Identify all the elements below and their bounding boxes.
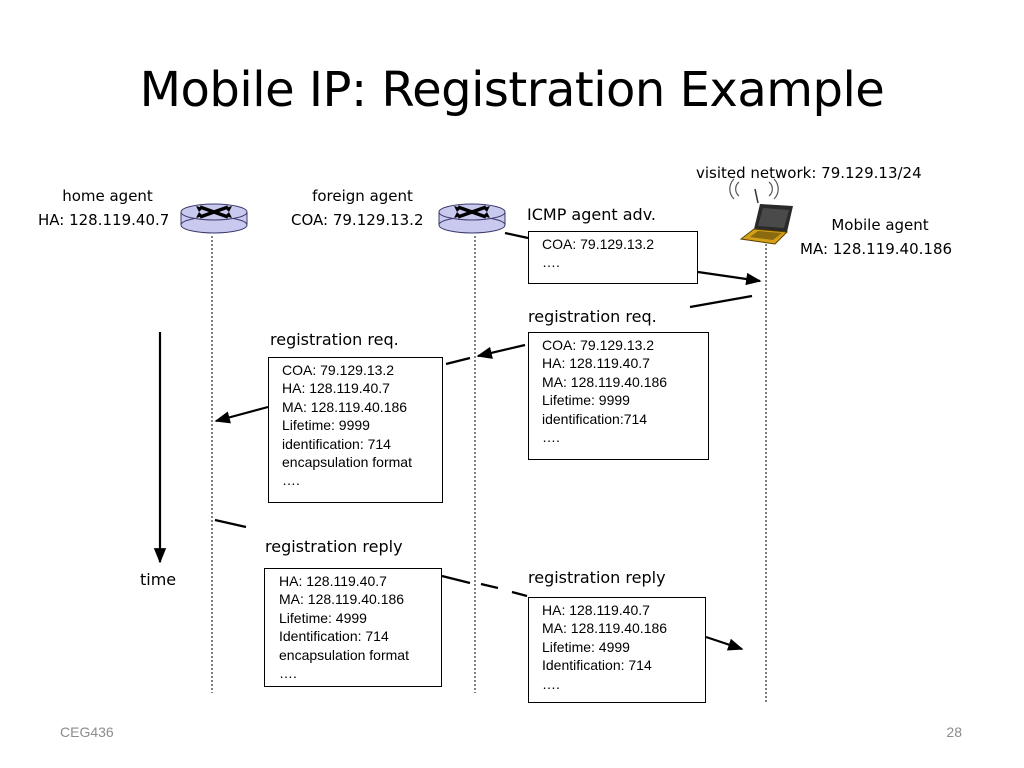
msg-line: encapsulation format: [279, 646, 409, 663]
msg-line: ….: [542, 429, 560, 446]
mobile-agent-name: Mobile agent: [831, 216, 929, 234]
msg-line: ….: [542, 675, 560, 692]
home-agent-address: HA: 128.119.40.7: [38, 211, 170, 229]
msg-line: MA: 128.119.40.186: [282, 398, 408, 415]
page-number: 28: [946, 724, 962, 740]
icmp-adv-box: COA: 79.129.13.2 ….: [528, 231, 698, 284]
reg-reply-ha-box: HA: 128.119.40.7 MA: 128.119.40.186 Life…: [264, 568, 442, 687]
visited-network-label: visited network: 79.129.13/24: [696, 164, 922, 182]
reg-req-fa-box: COA: 79.129.13.2 HA: 128.119.40.7 MA: 12…: [528, 332, 709, 460]
reg-reply-fa-label: registration reply: [528, 568, 666, 587]
reg-reply-fa-to-ma-arrow: [480, 582, 744, 651]
msg-line: HA: 128.119.40.7: [279, 573, 387, 589]
mobile-agent-address: MA: 128.119.40.186: [800, 240, 953, 258]
reg-req-fa-to-ha-arrow: [214, 356, 471, 424]
footer-course-label: CEG436: [60, 724, 114, 740]
msg-line: Lifetime: 9999: [542, 392, 630, 409]
reg-req-ha-label: registration req.: [270, 330, 399, 349]
reg-req-ma-to-fa-arrow: [476, 294, 753, 359]
msg-line: Lifetime: 9999: [282, 417, 370, 434]
home-agent-router-icon: [180, 203, 248, 234]
msg-line: ….: [279, 665, 297, 682]
home-agent-name: home agent: [62, 187, 153, 205]
reg-req-ha-box: COA: 79.129.13.2 HA: 128.119.40.7 MA: 12…: [268, 357, 443, 503]
foreign-agent-address: COA: 79.129.13.2: [291, 211, 424, 229]
msg-line: HA: 128.119.40.7: [542, 602, 650, 618]
time-label: time: [140, 570, 177, 589]
reg-reply-fa-box: HA: 128.119.40.7 MA: 128.119.40.186 Life…: [528, 597, 706, 703]
msg-line: encapsulation format: [282, 454, 412, 471]
msg-line: HA: 128.119.40.7: [282, 380, 390, 397]
mobile-laptop-icon: [729, 178, 793, 245]
msg-line: MA: 128.119.40.186: [542, 373, 668, 390]
icmp-adv-label: ICMP agent adv.: [527, 205, 657, 224]
reg-reply-ha-to-fa-arrow: [214, 518, 471, 585]
reg-reply-ha-label: registration reply: [265, 537, 403, 556]
msg-line: MA: 128.119.40.186: [542, 620, 668, 637]
msg-line: ….: [542, 254, 560, 271]
msg-line: MA: 128.119.40.186: [279, 591, 405, 608]
icmp-adv-arrow: [504, 231, 762, 286]
msg-line: Identification: 714: [279, 628, 389, 645]
reg-req-fa-label: registration req.: [528, 307, 657, 326]
msg-line: ….: [282, 472, 300, 489]
msg-line: identification:714: [542, 410, 648, 427]
msg-line: Lifetime: 4999: [542, 638, 630, 655]
msg-line: identification: 714: [282, 435, 391, 452]
msg-line: COA: 79.129.13.2: [542, 337, 655, 353]
msg-line: COA: 79.129.13.2: [542, 236, 655, 252]
foreign-agent-router-icon: [438, 203, 506, 234]
msg-line: Lifetime: 4999: [279, 609, 367, 626]
msg-line: Identification: 714: [542, 657, 652, 674]
msg-line: HA: 128.119.40.7: [542, 355, 650, 372]
msg-line: COA: 79.129.13.2: [282, 362, 395, 378]
slide-title: Mobile IP: Registration Example: [139, 62, 885, 118]
foreign-agent-name: foreign agent: [312, 187, 413, 205]
